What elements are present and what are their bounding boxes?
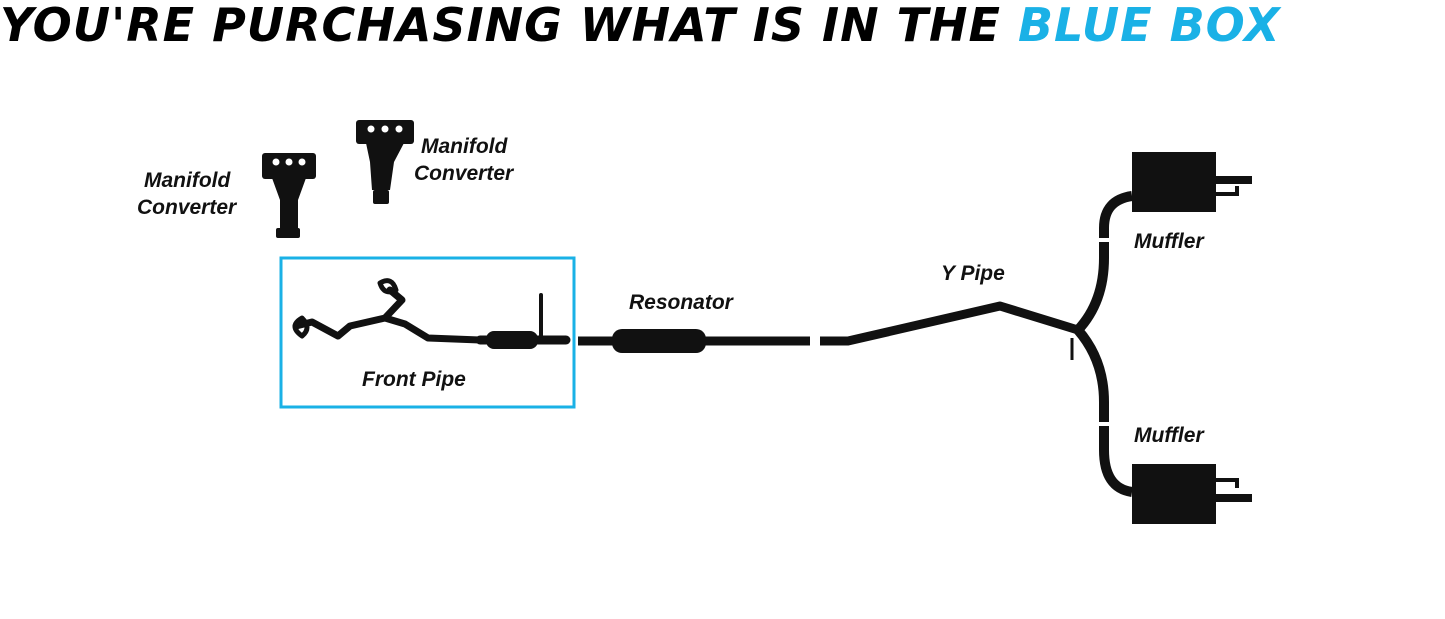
muffler-bottom-shape [1132, 464, 1252, 524]
headline-highlight-text: BLUE BOX [1017, 0, 1281, 52]
resonator-label: Resonator [629, 291, 735, 314]
y-pipe-shape [820, 191, 1134, 497]
blue-box-highlight [279, 256, 576, 409]
manifold-converter-right-label-line2: Converter [414, 162, 515, 185]
muffler-bottom-label: Muffler [1134, 424, 1205, 447]
front-pipe-shape [292, 278, 571, 349]
manifold-converter-right-label-line1: Manifold [421, 135, 508, 158]
manifold-converter-left-label-line2: Converter [137, 196, 238, 219]
manifold-converter-left-label-line1: Manifold [144, 169, 231, 192]
manifold-converter-right-icon [356, 120, 414, 204]
resonator-shape [578, 329, 810, 353]
y-pipe-label: Y Pipe [941, 262, 1005, 285]
headline-text: YOU'RE PURCHASING WHAT IS IN THE [0, 0, 1018, 52]
manifold-converter-left-icon [262, 153, 316, 238]
muffler-top-label: Muffler [1134, 230, 1205, 253]
muffler-top-shape [1132, 152, 1252, 212]
headline-banner: YOU'RE PURCHASING WHAT IS IN THE BLUE BO… [0, 0, 1445, 54]
front-pipe-label: Front Pipe [362, 368, 466, 391]
